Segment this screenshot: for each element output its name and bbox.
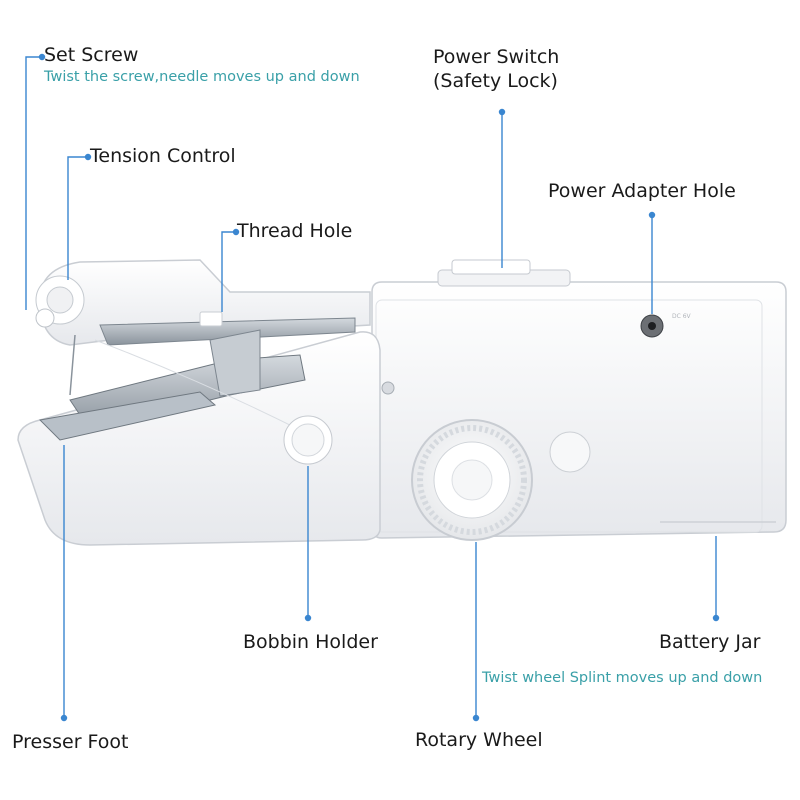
leader-dot-presser-foot (60, 714, 68, 722)
front-body (17, 331, 381, 546)
round-button-shape (549, 431, 591, 473)
leader-dot-rotary-wheel (472, 714, 480, 722)
label-power-adapter-hole: Power Adapter Hole (548, 180, 736, 202)
leader-dot-thread-hole (232, 228, 240, 236)
adapter-hole-shape: DC 6V (640, 313, 692, 338)
label-rotary-wheel: Rotary Wheel (415, 729, 543, 751)
label-set-screw: Set Screw (44, 44, 139, 66)
leader-dot-power-switch (498, 108, 506, 116)
label-bobbin-holder: Bobbin Holder (243, 631, 378, 653)
label-tension-control: Tension Control (90, 145, 236, 167)
leader-dot-tension-control (84, 153, 92, 161)
label-power-switch-line2: (Safety Lock) (433, 70, 558, 92)
tension-knob (35, 275, 85, 328)
leader-dot-bobbin-holder (304, 614, 312, 622)
metal-jaw (38, 329, 306, 441)
indicator-dot (381, 381, 395, 395)
upper-arm (39, 259, 371, 346)
leader-dot-battery-jar (712, 614, 720, 622)
label-thread-hole: Thread Hole (237, 220, 353, 242)
label-power-switch-line1: Power Switch (433, 46, 560, 68)
leader-dot-power-adapter (648, 211, 656, 219)
svg-text:DC 6V: DC 6V (672, 313, 692, 320)
leader-thread-hole (221, 231, 236, 312)
note-battery: Twist wheel Splint moves up and down (482, 670, 763, 686)
leader-lines (25, 53, 720, 722)
label-battery-jar: Battery Jar (659, 631, 761, 653)
leader-tension-control (67, 156, 88, 280)
label-presser-foot: Presser Foot (12, 731, 129, 753)
power-switch-shape (437, 259, 571, 287)
rotary-wheel-shape (411, 419, 533, 541)
leader-dot-set-screw (38, 53, 46, 61)
note-set-screw: Twist the screw,needle moves up and down (44, 69, 360, 85)
leader-set-screw (25, 56, 42, 310)
bobbin-knob (283, 415, 333, 465)
